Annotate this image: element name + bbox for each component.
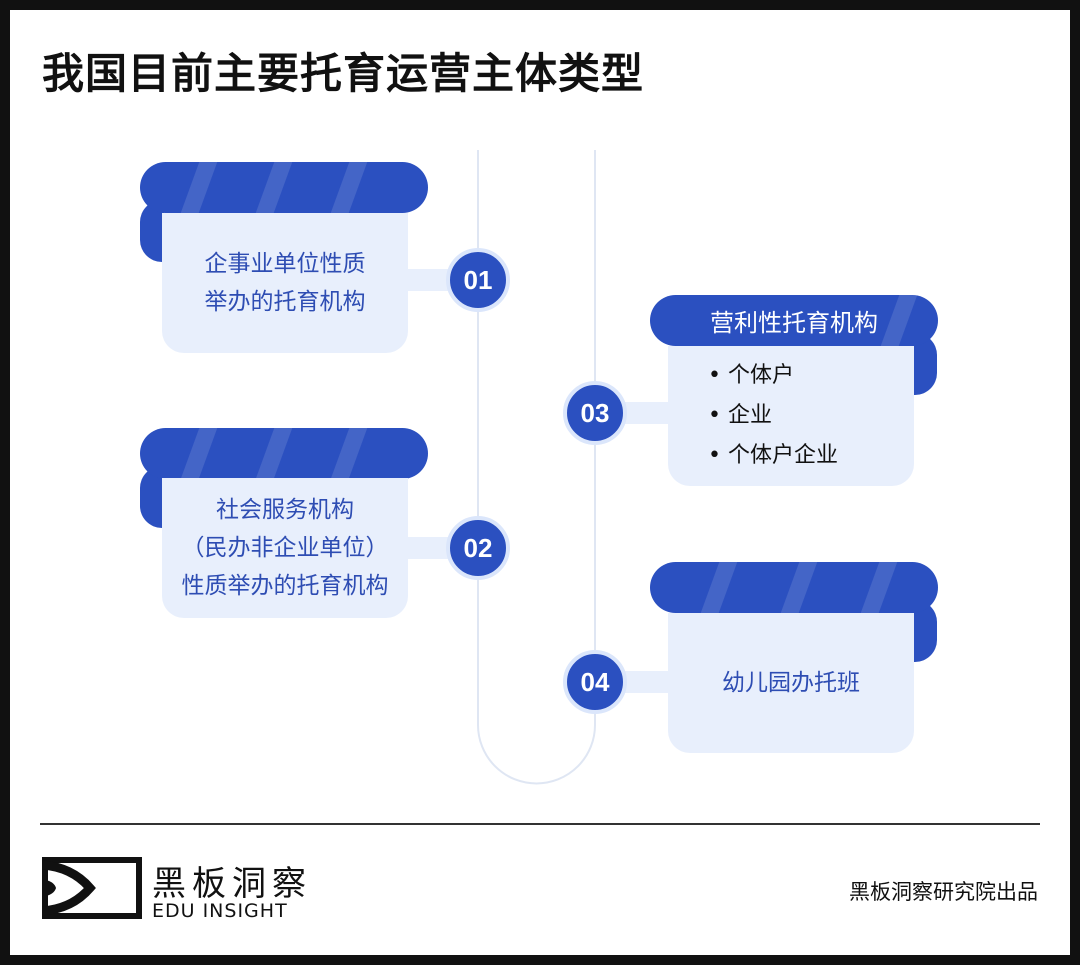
card-body: 幼儿园办托班: [668, 613, 914, 753]
number-badge: 04: [563, 650, 627, 714]
card-text: 性质举办的托育机构: [181, 573, 389, 599]
number-badge: 02: [446, 516, 510, 580]
card-ribbon: [140, 162, 428, 213]
number-badge: 01: [446, 248, 510, 312]
timeline-line: [477, 150, 596, 785]
logo-tagline: EDU INSIGHT: [152, 900, 288, 922]
connector: [620, 402, 670, 424]
card-text: 社会服务机构: [216, 497, 354, 523]
bullet-item: • 个体户: [708, 363, 794, 388]
connector: [620, 671, 670, 693]
number-badge: 03: [563, 381, 627, 445]
card-text: 举办的托育机构: [204, 289, 366, 315]
credit-text: 黑板洞察研究院出品: [849, 880, 1038, 904]
divider: [40, 823, 1040, 825]
infographic: 我国目前主要托育运营主体类型 企事业单位性质 举办的托育机构 01 社会服务机构…: [10, 10, 1070, 955]
card-body: 企事业单位性质 举办的托育机构: [162, 213, 408, 353]
card-body: • 个体户 • 企业 • 个体户企业: [668, 346, 914, 486]
card-text: 企事业单位性质: [204, 251, 366, 277]
connector: [406, 269, 456, 291]
connector: [406, 537, 456, 559]
eye-logo-icon: [42, 857, 142, 919]
card-heading: 营利性托育机构: [710, 309, 878, 337]
card-ribbon: [650, 562, 938, 613]
card-ribbon: [140, 428, 428, 479]
bullet-item: • 个体户企业: [708, 443, 838, 468]
bullet-item: • 企业: [708, 403, 772, 428]
logo-name: 黑板洞察: [152, 864, 312, 904]
card-ribbon: 营利性托育机构: [650, 295, 938, 346]
page-title: 我国目前主要托育运营主体类型: [42, 49, 645, 98]
card-text: （民办非企业单位）: [181, 535, 389, 561]
card-text: 幼儿园办托班: [722, 670, 860, 696]
card-body: 社会服务机构 （民办非企业单位） 性质举办的托育机构: [162, 478, 408, 618]
